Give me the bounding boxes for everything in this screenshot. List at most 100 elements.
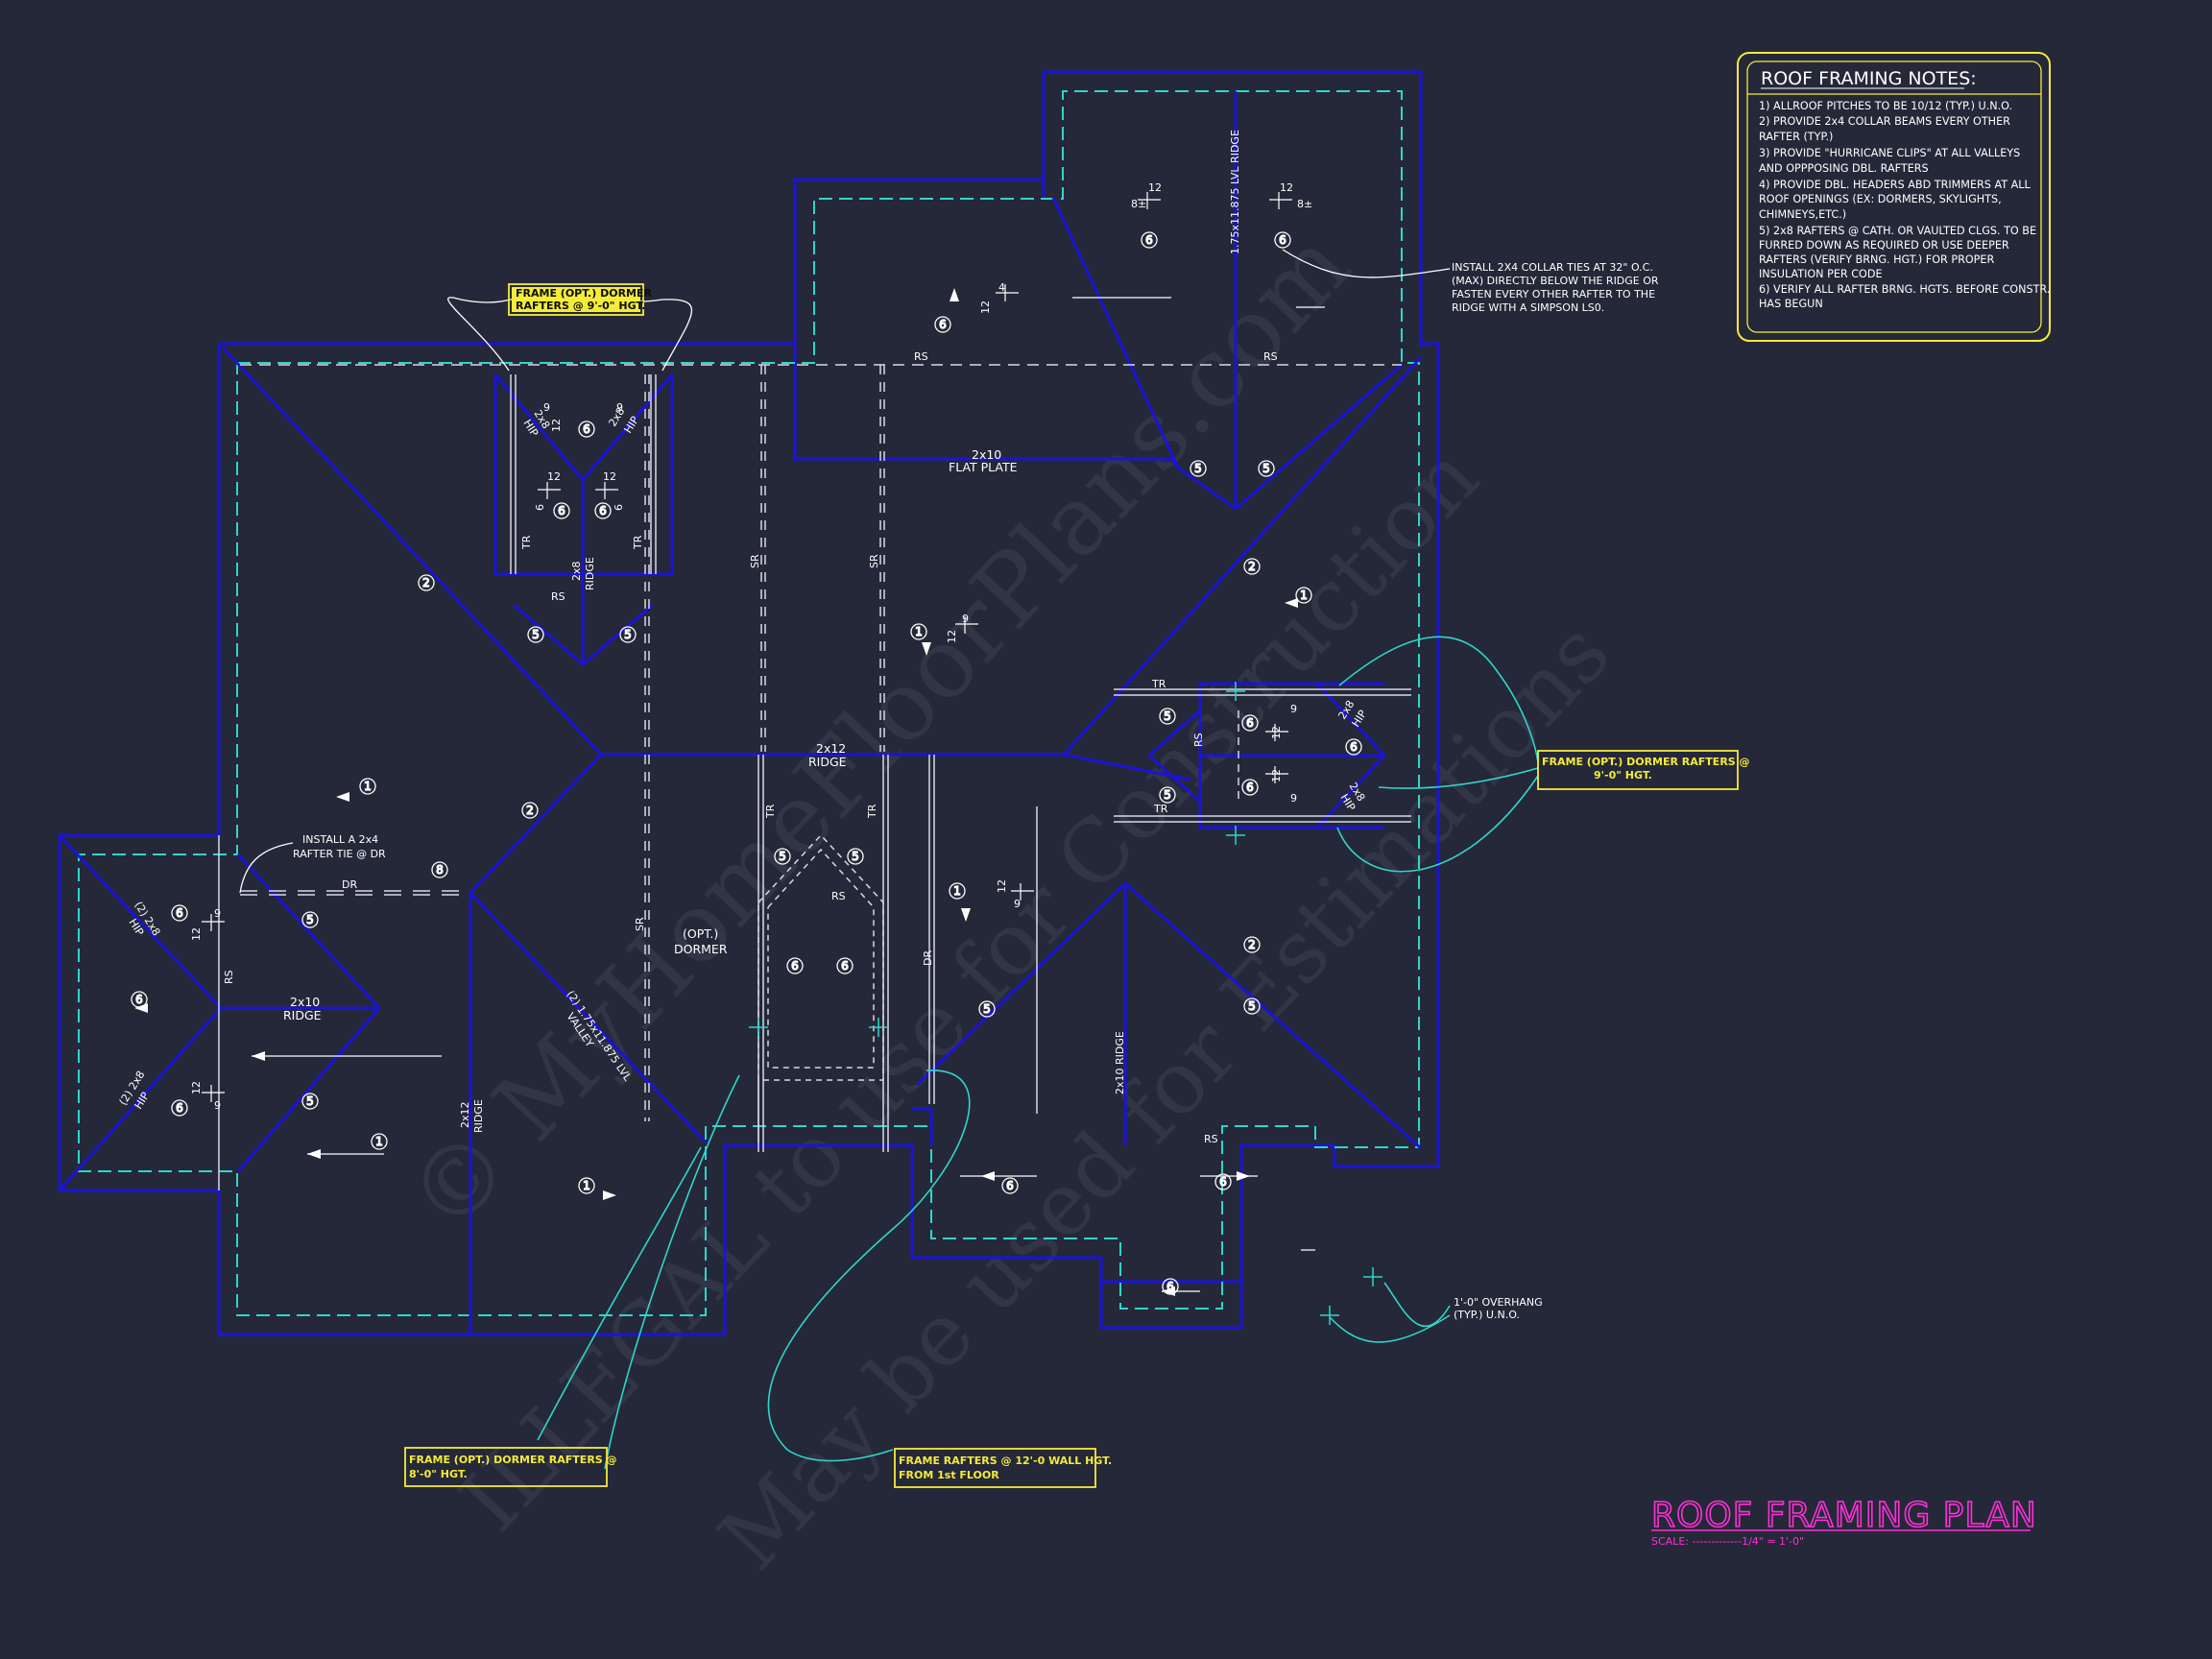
ridge-2x12-vertical-label-2: RIDGE — [472, 1099, 485, 1133]
callout-dormer-top-left-line-2: RAFTERS @ 9'-0" HGT. — [516, 300, 645, 312]
circle-5: 5 — [527, 626, 544, 643]
svg-text:9: 9 — [543, 401, 550, 414]
circle-6: 6 — [131, 991, 148, 1008]
callout-dormer-bottom-left: FRAME (OPT.) DORMER RAFTERS @ 8'-0" HGT. — [404, 1447, 617, 1487]
svg-text:6: 6 — [1219, 1175, 1227, 1189]
callout-wall-hgt-line-1: FRAME RAFTERS @ 12'-0 WALL HGT. — [899, 1455, 1112, 1467]
note-line: 5) 2x8 RAFTERS @ CATH. OR VAULTED CLGS. … — [1759, 225, 2036, 237]
circle-1: 1 — [371, 1133, 388, 1150]
circle-5: 5 — [1159, 786, 1176, 804]
svg-text:1: 1 — [1300, 589, 1308, 602]
main-ridge-label: 2x12 — [816, 741, 846, 756]
svg-text:6: 6 — [939, 318, 947, 331]
svg-text:6: 6 — [1350, 740, 1358, 754]
note-line: HAS BEGUN — [1759, 298, 1823, 310]
svg-text:5: 5 — [624, 628, 632, 641]
svg-text:12: 12 — [996, 879, 1008, 893]
svg-text:5: 5 — [1164, 788, 1171, 802]
opt-dormer-label: (OPT.) — [683, 926, 718, 941]
circle-5: 5 — [619, 626, 637, 643]
svg-text:2: 2 — [1248, 560, 1256, 573]
svg-text:5: 5 — [1194, 462, 1202, 475]
svg-text:12: 12 — [1270, 769, 1283, 782]
circle-5: 5 — [301, 1093, 319, 1110]
circle-5: 5 — [1190, 460, 1207, 477]
rs-label: RS — [551, 590, 565, 603]
pitch-circles: 1 1 1 1 1 1 2 2 2 2 5 5 5 5 5 5 5 5 5 5 … — [131, 231, 1362, 1295]
circle-6: 6 — [1345, 738, 1362, 756]
sr-label: SR — [749, 554, 761, 568]
note-line: 2) PROVIDE 2x4 COLLAR BEAMS EVERY OTHER — [1759, 115, 2010, 128]
ridge-2x8-label-2: RIDGE — [584, 557, 596, 590]
note-line: 6) VERIFY ALL RAFTER BRNG. HGTS. BEFORE … — [1759, 283, 2050, 296]
svg-text:6: 6 — [176, 1101, 183, 1115]
note-line: CHIMNEYS,ETC.) — [1759, 208, 1846, 221]
eave-line — [78, 90, 1420, 1316]
circle-6: 6 — [578, 421, 595, 438]
svg-text:6: 6 — [176, 906, 183, 920]
ridge-2x12-vertical-label: 2x12 — [459, 1101, 471, 1128]
collar-ties-note: INSTALL 2X4 COLLAR TIES AT 32" O.C. — [1452, 261, 1653, 274]
svg-text:1: 1 — [953, 884, 961, 898]
notes-lines: 1) ALLROOF PITCHES TO BE 10/12 (TYP.) U.… — [1759, 100, 2050, 310]
roof-framing-notes-panel: ROOF FRAMING NOTES: 1) ALLROOF PITCHES T… — [1737, 52, 2051, 342]
rs-label: RS — [831, 890, 846, 902]
left-ridge-label: 2x10 — [290, 995, 320, 1009]
circle-2: 2 — [1243, 558, 1261, 575]
callout-dormer-bottom-left-line-2: 8'-0" HGT. — [409, 1468, 468, 1480]
svg-text:1: 1 — [583, 1179, 590, 1192]
circle-1: 1 — [949, 882, 966, 900]
svg-text:8±: 8± — [1297, 198, 1312, 210]
circle-1: 1 — [359, 778, 376, 795]
circle-2: 2 — [1243, 936, 1261, 953]
left-ridge-label-2: RIDGE — [283, 1008, 322, 1022]
circle-1: 1 — [578, 1177, 595, 1194]
circle-8: 8 — [431, 861, 448, 878]
note-line: 4) PROVIDE DBL. HEADERS ABD TRIMMERS AT … — [1759, 179, 2032, 191]
rs-label: RS — [914, 350, 928, 363]
svg-text:1: 1 — [375, 1135, 383, 1148]
callout-leaders — [537, 636, 1539, 1470]
note-line: FURRED DOWN AS REQUIRED OR USE DEEPER — [1759, 239, 2009, 252]
svg-text:6: 6 — [791, 959, 799, 973]
circle-1: 1 — [910, 623, 927, 640]
overhang-note: 1'-0" OVERHANG — [1454, 1296, 1543, 1309]
svg-text:6: 6 — [1166, 1280, 1174, 1293]
svg-text:12: 12 — [190, 927, 203, 941]
ridge-2x8-label: 2x8 — [570, 561, 583, 581]
circle-5: 5 — [847, 848, 864, 865]
svg-text:9: 9 — [533, 504, 545, 511]
collar-ties-note-2: (MAX) DIRECTLY BELOW THE RIDGE OR — [1452, 275, 1659, 287]
svg-text:6: 6 — [1145, 233, 1153, 247]
flat-plate-label: 2x10 — [972, 447, 1001, 462]
rs-label: RS — [1263, 350, 1278, 363]
rs-label: RS — [223, 970, 235, 984]
svg-text:6: 6 — [558, 504, 565, 517]
svg-text:9: 9 — [616, 401, 623, 414]
pitch-symbols — [202, 192, 1292, 1102]
svg-text:5: 5 — [779, 850, 786, 863]
circle-6: 6 — [1001, 1177, 1019, 1194]
svg-text:12: 12 — [603, 470, 616, 483]
watermark: © MyHomeFloorPlans.com ILLEGAL to use fo… — [386, 209, 1629, 1589]
callout-dormer-right-line-1: FRAME (OPT.) DORMER RAFTERS @ — [1542, 756, 1750, 768]
sr-label: SR — [868, 554, 880, 568]
svg-text:12: 12 — [1270, 726, 1283, 739]
svg-text:5: 5 — [1248, 999, 1256, 1013]
tr-label: TR — [632, 535, 644, 550]
circle-1: 1 — [1295, 587, 1312, 604]
note-line: INSULATION PER CODE — [1759, 268, 1883, 280]
circle-6: 6 — [594, 502, 612, 519]
collar-ties-note-4: RIDGE WITH A SIMPSON LS0. — [1452, 301, 1604, 314]
overhang-note-2: (TYP.) U.N.O. — [1454, 1309, 1520, 1321]
svg-text:5: 5 — [306, 1094, 314, 1108]
circle-6: 6 — [171, 1099, 188, 1117]
svg-text:6: 6 — [1246, 716, 1254, 730]
plan-scale: SCALE: -------------1/4" = 1'-0" — [1651, 1535, 1804, 1548]
circle-5: 5 — [978, 1000, 996, 1018]
svg-text:1: 1 — [915, 625, 923, 638]
note-line: AND OPPPOSING DBL. RAFTERS — [1759, 162, 1929, 175]
callout-wall-hgt-line-2: FROM 1st FLOOR — [899, 1469, 999, 1481]
svg-text:12: 12 — [547, 470, 561, 483]
